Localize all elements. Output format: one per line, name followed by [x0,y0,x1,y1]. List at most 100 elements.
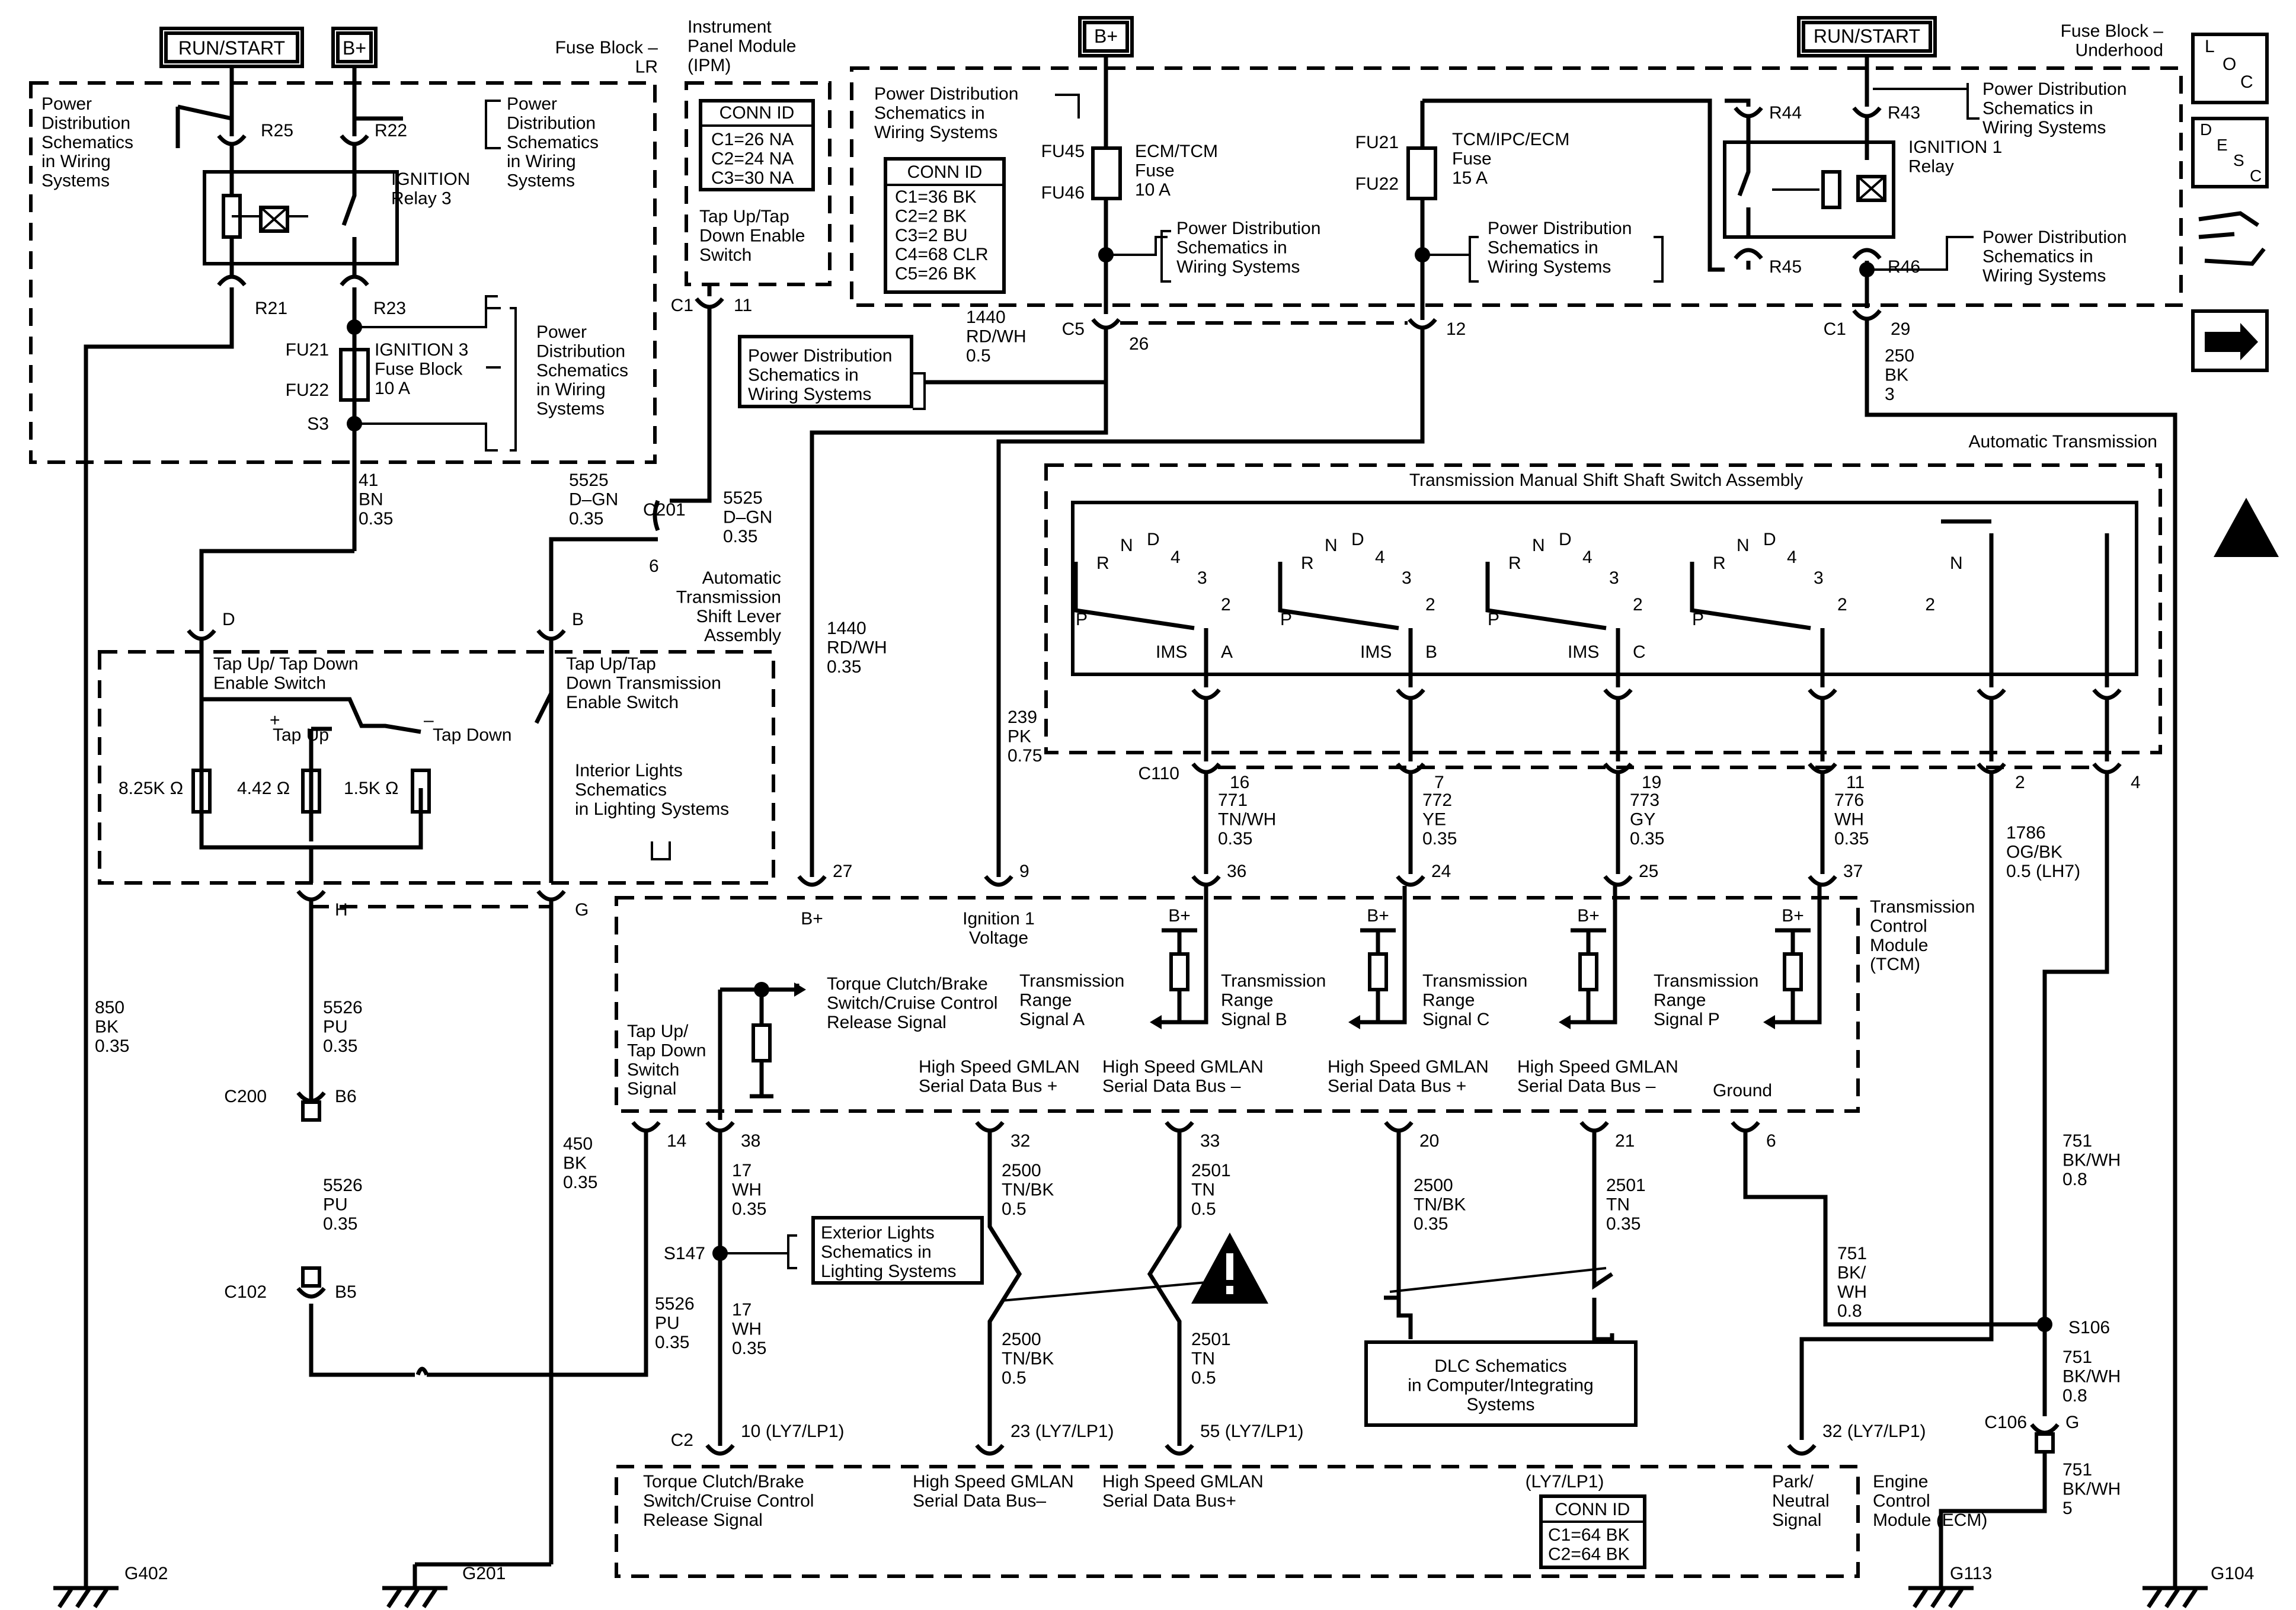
label-pin6_a: 6 [649,556,659,576]
terminal [1603,688,1633,700]
switch-pos-N: N [1737,536,1750,555]
terminal [1731,1121,1760,1133]
arrow [794,982,806,997]
desc-icon-letter: S [2233,151,2244,169]
wire [1737,142,1751,197]
ground-hatch [404,1588,420,1608]
terminal [797,875,827,887]
label-pa: A [1221,642,1233,662]
ground-hatch [93,1588,108,1608]
label-p2: 2 [1925,595,1935,614]
terminal [1396,688,1425,700]
label-p11: 11 [1846,773,1865,792]
c201-cup [653,500,660,532]
terminal [1808,875,1837,887]
bracket [485,100,501,149]
wire [1384,1132,1401,1300]
switch-arm [1690,562,1811,630]
wire [670,308,712,503]
label-p32b: 32 (LY7/LP1) [1822,1422,1926,1441]
switch-pos-D: D [1351,530,1364,549]
switch-pos-3: 3 [1402,568,1412,588]
wire [810,382,1108,877]
label-fuse_block_uh: Fuse Block –Underhood [2061,21,2164,60]
switch-pos-2: 2 [1425,595,1435,614]
label-c110: C110 [1139,764,1180,783]
terminal [1734,106,1763,119]
terminal [1734,248,1763,260]
label-fu21a: FU21 [286,340,329,360]
wire [1939,1452,2047,1564]
arrow [1150,1015,1162,1029]
fuse-block-uh-border [850,66,2183,307]
loc-icon-letter: O [2223,55,2236,74]
label-p6b: 6 [1766,1131,1776,1151]
wire [987,1132,1022,1446]
switch-contacts [202,697,421,734]
terminal [340,274,369,287]
switch-pos-D: D [1763,530,1776,549]
switch-pos-P: P [1488,610,1499,629]
label-bp2: B+ [1367,906,1389,926]
label-b5: B5 [335,1282,357,1302]
label-g402: G402 [124,1564,168,1583]
label-c2: C2 [671,1430,693,1450]
conn-id-box-a [699,99,815,191]
label-p14: 14 [667,1131,686,1151]
bracket [510,307,517,452]
switch-arm [1073,562,1195,630]
label-p27: 27 [833,862,852,881]
resistor [411,769,431,814]
switch-pos-3: 3 [1197,568,1207,588]
switch-pos-R: R [1508,553,1521,573]
terminal [1787,1443,1817,1456]
terminal [1165,1443,1194,1456]
wires [29,16,2279,1608]
label-c5: C5 [1062,319,1085,339]
label-plus: + [270,710,280,730]
terminal [536,629,566,641]
label-ground: Ground [1713,1081,1772,1100]
label-p16: 16 [1230,773,1249,792]
switch-pos-N: N [1950,553,1963,573]
label-s147: S147 [664,1244,705,1263]
wire [1568,990,1591,1025]
label-p19: 19 [1642,773,1661,792]
wire [913,372,926,410]
wire [1357,990,1380,1025]
terminal [1852,106,1882,119]
terminal [1091,318,1121,330]
resistor [1821,170,1841,209]
label-b_pin: B [572,610,584,629]
label-r825: 8.25K Ω [119,779,183,798]
desc-icon-letter: C [2250,167,2262,185]
label-ims_c: IMS [1568,642,1599,662]
label-p25: 25 [1639,862,1658,881]
terminal [187,629,216,641]
fuse-ign3 [339,348,370,402]
switch-pos-2: 2 [1221,595,1231,614]
ground-hatch [2147,1588,2162,1608]
ground-hatch [2182,1588,2198,1608]
label-c106: C106 [1984,1413,2027,1432]
wire [1799,1321,1994,1440]
switch-pos-3: 3 [1609,568,1619,588]
label-p38: 38 [741,1131,760,1151]
label-p21: 21 [1615,1131,1635,1151]
